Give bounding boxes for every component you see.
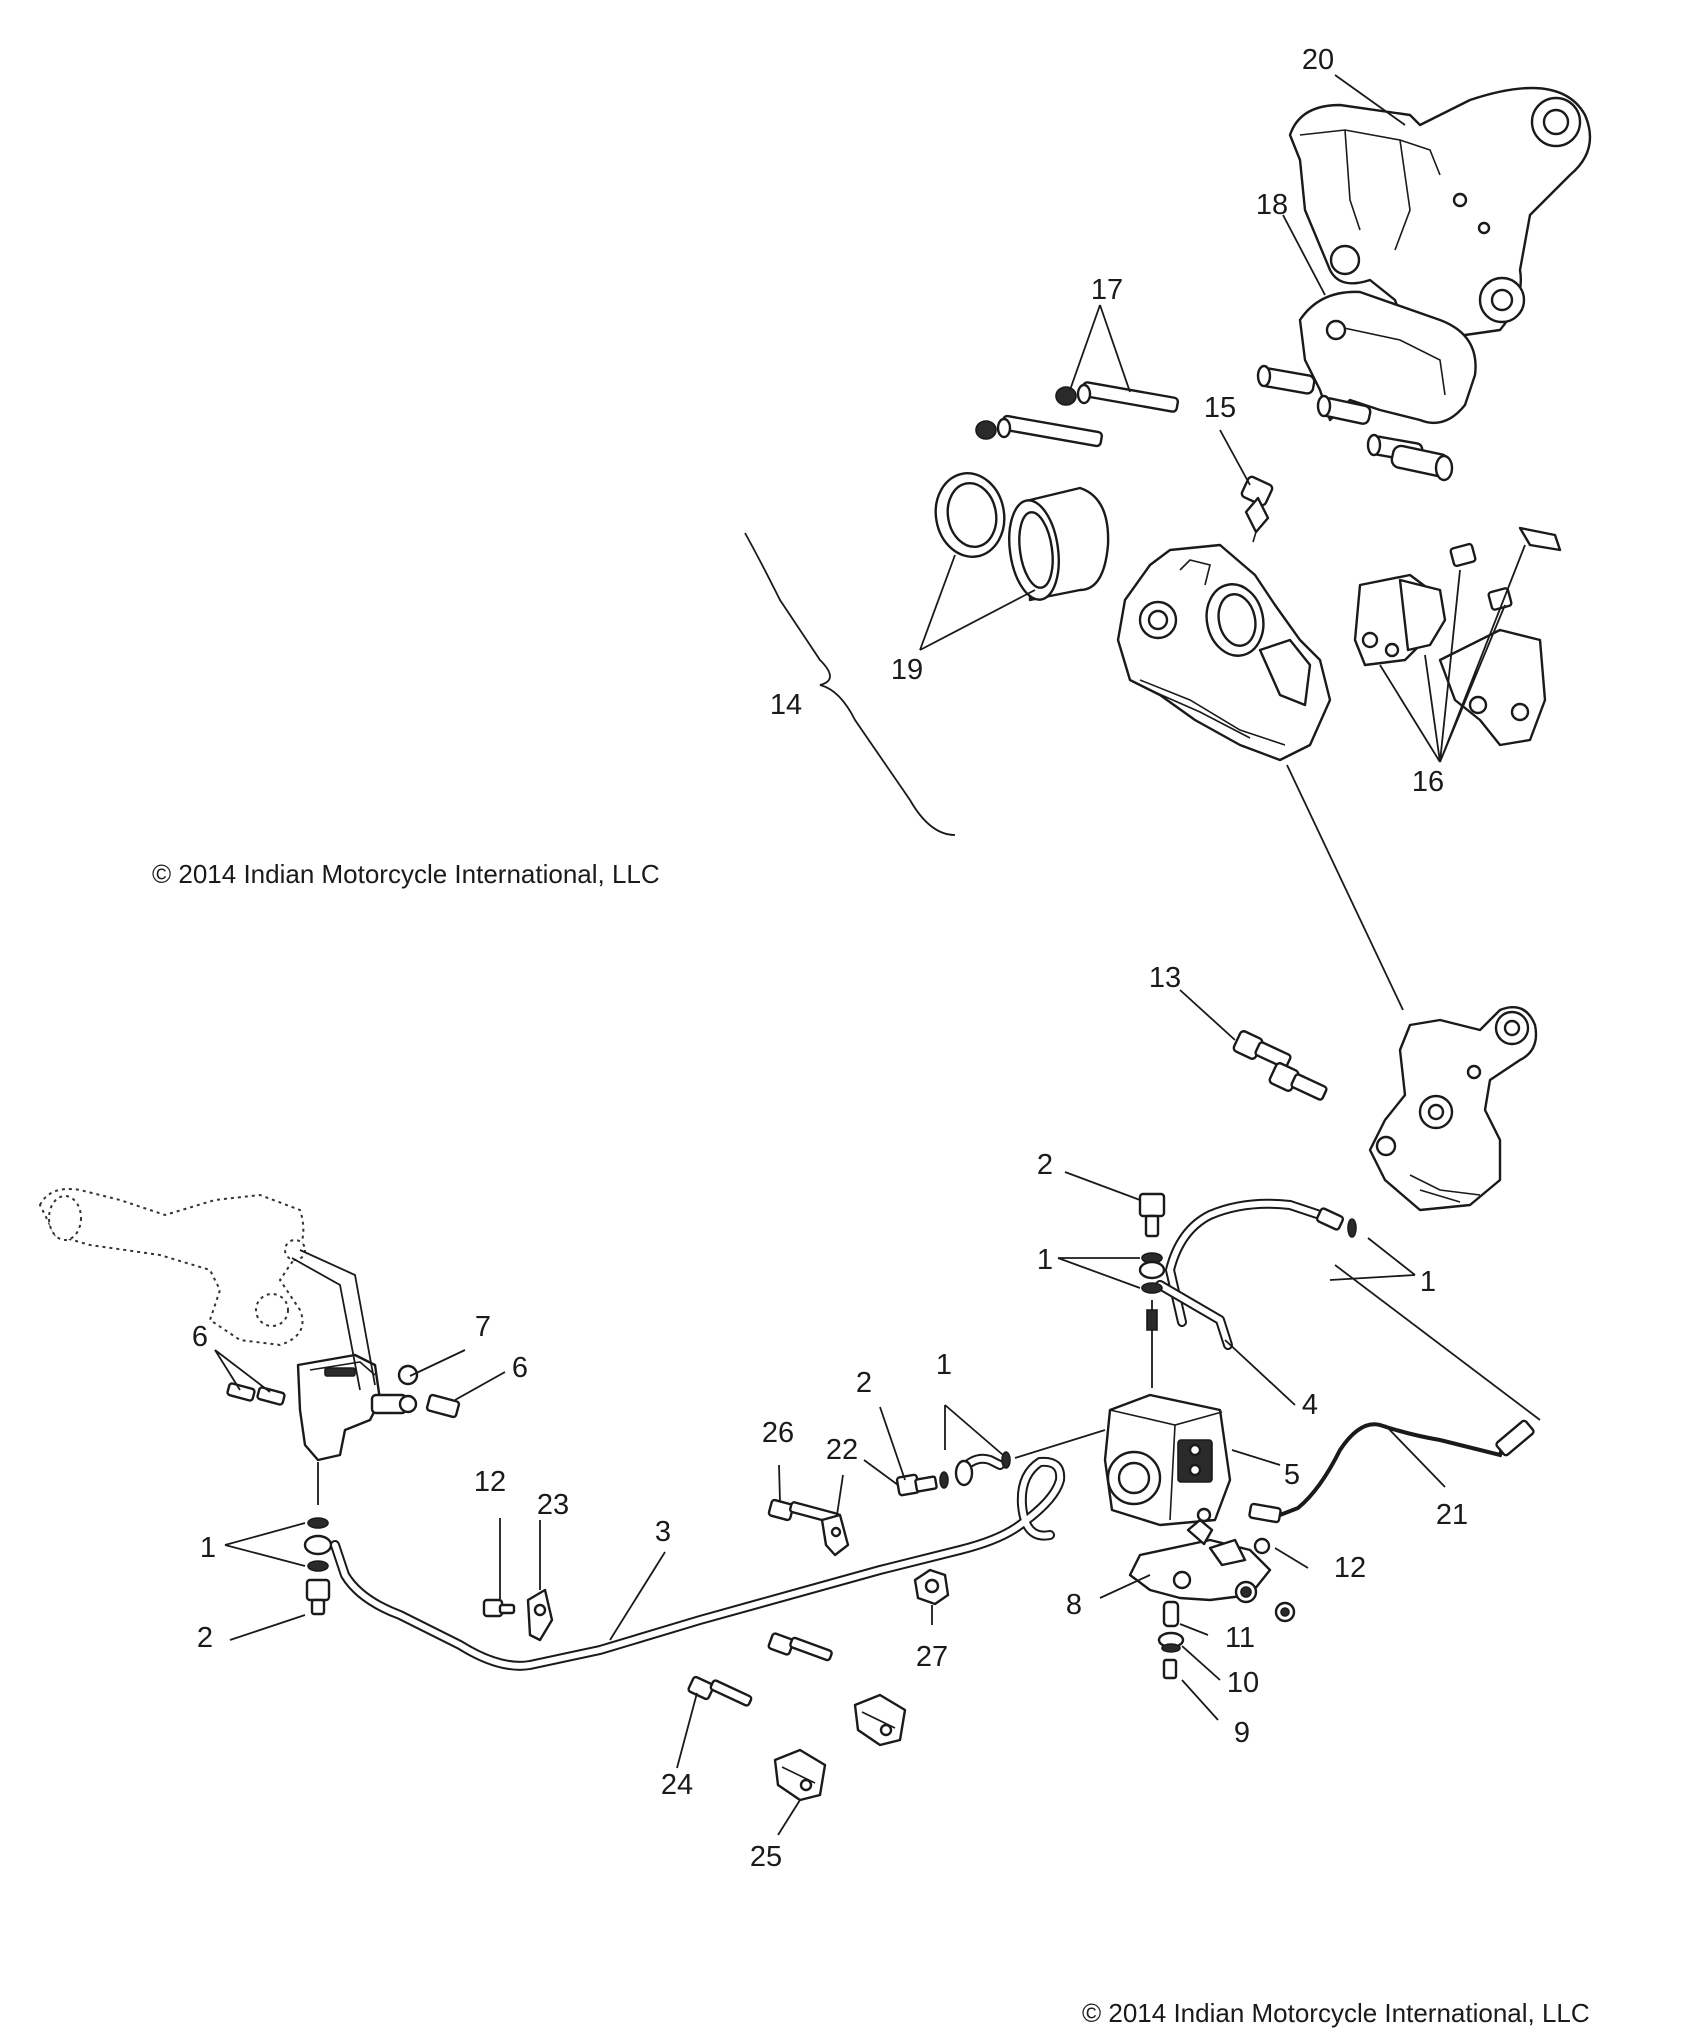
callout-4: 4 — [1302, 1389, 1318, 1421]
abs-side-banjo — [895, 1429, 1106, 1497]
callout-17: 17 — [1091, 274, 1123, 306]
callout-12-left: 12 — [474, 1466, 506, 1498]
abs-module — [1103, 1393, 1232, 1527]
wheel-speed-sensor — [1248, 1419, 1535, 1524]
assembly-bracket-14 — [744, 532, 956, 836]
callout-numbers: 20 18 17 15 19 14 16 13 2 1 1 4 7 6 6 1 … — [192, 44, 1468, 1873]
callout-2-top: 2 — [1037, 1149, 1053, 1181]
callout-10: 10 — [1227, 1667, 1259, 1699]
callout-5: 5 — [1284, 1459, 1300, 1491]
caliper-bracket — [1256, 290, 1477, 482]
callout-1-abs-top: 1 — [1037, 1244, 1053, 1276]
brake-caliper-body — [1116, 543, 1332, 762]
callout-23: 23 — [537, 1489, 569, 1521]
callout-1-caliper: 1 — [1420, 1266, 1436, 1298]
main-brake-line — [330, 1453, 1066, 1671]
assembled-rear-caliper — [1368, 1005, 1538, 1212]
callout-14: 14 — [770, 689, 802, 721]
callout-19: 19 — [891, 654, 923, 686]
caliper-slide-pins — [975, 381, 1180, 448]
mount-bolts-24 — [687, 1632, 833, 1707]
nut-27 — [913, 1568, 950, 1606]
callout-21: 21 — [1436, 1499, 1468, 1531]
caliper-mount-bracket — [1288, 86, 1592, 342]
line-clip-left — [482, 1588, 554, 1642]
callout-15: 15 — [1204, 392, 1236, 424]
bleeder-valve — [1240, 475, 1274, 543]
abs-banjo-bolt-washers — [1138, 1192, 1166, 1388]
line-clamps-25 — [773, 1693, 907, 1802]
callout-8: 8 — [1066, 1589, 1082, 1621]
rear-caliper-brake-hose — [1155, 1198, 1357, 1350]
abs-mounting-bracket — [1128, 1507, 1296, 1680]
callout-leaders — [214, 74, 1541, 1836]
callout-11: 11 — [1225, 1622, 1255, 1654]
callout-16: 16 — [1412, 766, 1444, 798]
copyright-upper: © 2014 Indian Motorcycle International, … — [152, 859, 660, 889]
callout-12-right: 12 — [1334, 1552, 1366, 1584]
caliper-piston-seal — [934, 472, 1110, 602]
copyright-lower: © 2014 Indian Motorcycle International, … — [1082, 1998, 1590, 2028]
brake-pedal-ghost — [38, 1188, 306, 1347]
callout-3: 3 — [655, 1516, 671, 1548]
master-cylinder-banjo — [303, 1517, 333, 1616]
rear-master-cylinder — [291, 1249, 418, 1505]
callout-2-abs-side: 2 — [856, 1367, 872, 1399]
callout-18: 18 — [1256, 189, 1288, 221]
bolt-and-clip — [767, 1498, 850, 1557]
master-cylinder-bolts — [226, 1364, 461, 1419]
callout-7: 7 — [475, 1311, 491, 1343]
callout-26: 26 — [762, 1417, 794, 1449]
alignment-line — [1286, 764, 1404, 1011]
callout-2-master: 2 — [197, 1622, 213, 1654]
callout-22: 22 — [826, 1434, 858, 1466]
callout-1-abs-side: 1 — [936, 1349, 952, 1381]
callout-6-left: 6 — [192, 1321, 208, 1353]
callout-13: 13 — [1149, 962, 1181, 994]
callout-6-right: 6 — [512, 1352, 528, 1384]
callout-1-master: 1 — [200, 1532, 216, 1564]
callout-25: 25 — [750, 1841, 782, 1873]
caliper-mounting-bolts — [1232, 1030, 1328, 1101]
callout-24: 24 — [661, 1769, 693, 1801]
callout-9: 9 — [1234, 1717, 1250, 1749]
callout-27: 27 — [916, 1641, 948, 1673]
callout-20: 20 — [1302, 44, 1334, 76]
brake-pads-clips — [1353, 526, 1562, 747]
